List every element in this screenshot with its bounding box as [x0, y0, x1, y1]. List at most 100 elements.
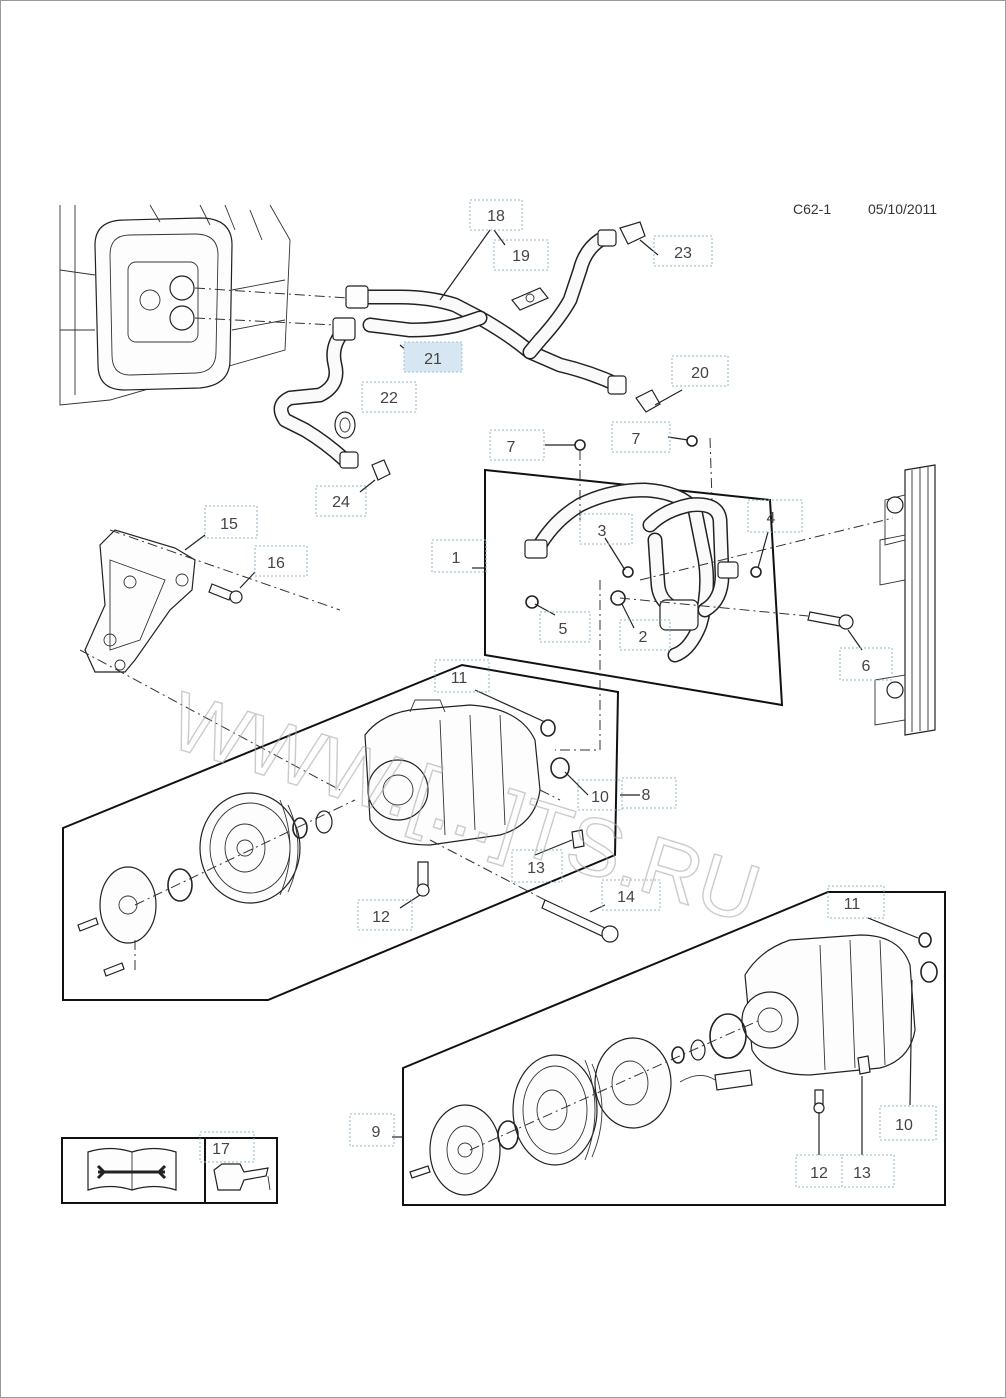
- nut-7a: [574, 439, 586, 451]
- callout-3[interactable]: 3: [579, 513, 633, 545]
- oil-can-icon: [213, 1163, 271, 1191]
- svg-text:23: 23: [674, 245, 692, 262]
- callout-20[interactable]: 20: [671, 355, 729, 387]
- pulley-9: [512, 1054, 603, 1166]
- callout-2[interactable]: 2: [619, 619, 671, 651]
- assembly-1-frame: [484, 468, 784, 707]
- sensor-13b: [857, 1055, 871, 1075]
- snap-ring-9: [709, 1013, 747, 1059]
- assembly-8-frame: [62, 663, 620, 1001]
- service-info-box: [61, 1137, 278, 1204]
- svg-text:11: 11: [451, 670, 468, 687]
- hose-assembly-1: [524, 482, 739, 663]
- pulley-8: [199, 792, 301, 904]
- screw-9: [409, 1165, 431, 1179]
- compressor-9: [741, 934, 916, 1076]
- svg-text:9: 9: [372, 1124, 381, 1141]
- callout-12b[interactable]: 12: [795, 1154, 843, 1188]
- callout-13a[interactable]: 13: [511, 849, 563, 883]
- svg-text:7: 7: [507, 439, 516, 456]
- svg-text:6: 6: [862, 658, 871, 675]
- callout-23[interactable]: 23: [653, 235, 713, 267]
- diagram-code: C62-1: [793, 201, 831, 217]
- svg-text:3: 3: [598, 523, 607, 540]
- callout-11a[interactable]: 11: [434, 659, 490, 693]
- hvac-housing: [59, 204, 291, 406]
- svg-text:12: 12: [810, 1165, 828, 1182]
- seal-10b: [920, 961, 938, 983]
- callout-11b[interactable]: 11: [827, 885, 885, 919]
- callout-6[interactable]: 6: [839, 647, 893, 681]
- service-manual-icon: [87, 1147, 177, 1191]
- svg-text:1: 1: [452, 550, 461, 567]
- svg-text:10: 10: [591, 789, 609, 806]
- svg-text:4: 4: [767, 510, 776, 527]
- coil-9: [594, 1037, 672, 1129]
- bolt-16: [208, 583, 243, 604]
- svg-text:13: 13: [527, 860, 545, 877]
- hose-assembly-18: [345, 229, 627, 395]
- bolt-12a: [416, 861, 430, 897]
- svg-text:10: 10: [895, 1117, 913, 1134]
- clamp-22: [334, 411, 356, 439]
- screw-8b: [103, 962, 125, 977]
- bolt-12b: [813, 1089, 825, 1114]
- seal-11a: [540, 719, 556, 737]
- seal-10a: [550, 757, 570, 779]
- svg-text:7: 7: [632, 431, 641, 448]
- svg-text:20: 20: [691, 365, 709, 382]
- callout-21[interactable]: 21: [403, 341, 463, 373]
- snap-ring-8: [167, 868, 193, 902]
- assembly-9-frame: [402, 891, 946, 1206]
- callout-18[interactable]: 18: [469, 199, 523, 231]
- diagram-date: 05/10/2011: [868, 201, 937, 217]
- bolt-14: [541, 899, 619, 943]
- callout-10a[interactable]: 10: [577, 779, 623, 811]
- svg-text:24: 24: [332, 494, 350, 511]
- bolt-6: [807, 611, 854, 630]
- callout-5[interactable]: 5: [539, 611, 591, 643]
- callout-16[interactable]: 16: [254, 545, 308, 577]
- svg-text:11: 11: [844, 896, 861, 913]
- seal-3: [622, 566, 634, 578]
- callout-8[interactable]: 8: [621, 777, 677, 809]
- svg-text:17: 17: [212, 1141, 230, 1158]
- callout-19[interactable]: 19: [493, 239, 549, 271]
- callout-1[interactable]: 1: [431, 539, 487, 573]
- bracket-15: [84, 529, 196, 673]
- callout-13b[interactable]: 13: [841, 1154, 895, 1188]
- bearing-9: [690, 1039, 706, 1061]
- screw-8a: [77, 917, 99, 932]
- seal-4: [750, 566, 762, 578]
- hose-22: [273, 317, 359, 469]
- callout-4[interactable]: 4: [747, 499, 803, 533]
- ring-9a: [671, 1046, 685, 1064]
- callout-9[interactable]: 9: [349, 1113, 395, 1147]
- callout-24[interactable]: 24: [315, 485, 367, 517]
- fitting-23: [619, 221, 646, 245]
- callout-10b[interactable]: 10: [879, 1105, 937, 1141]
- seal-5: [525, 595, 539, 609]
- clutch-plate-9: [429, 1104, 501, 1196]
- nut-7b: [686, 435, 698, 447]
- fitting-20: [635, 389, 661, 413]
- callout-15[interactable]: 15: [204, 505, 258, 539]
- connector-9: [679, 1069, 753, 1091]
- clutch-plate-8: [99, 866, 157, 944]
- svg-text:16: 16: [267, 555, 285, 572]
- callout-14[interactable]: 14: [601, 879, 661, 911]
- ring-8a: [292, 817, 308, 839]
- callout-7b[interactable]: 7: [611, 421, 671, 453]
- shim-9: [497, 1120, 519, 1150]
- callout-22[interactable]: 22: [361, 381, 417, 413]
- callout-17[interactable]: 17: [199, 1131, 255, 1163]
- seal-11b: [918, 932, 932, 948]
- svg-text:21: 21: [424, 351, 442, 368]
- svg-text:2: 2: [639, 629, 648, 646]
- callout-12a[interactable]: 12: [357, 899, 413, 931]
- svg-text:13: 13: [853, 1165, 871, 1182]
- svg-text:12: 12: [372, 909, 390, 926]
- sensor-13a: [571, 829, 585, 849]
- callout-7a[interactable]: 7: [489, 429, 545, 461]
